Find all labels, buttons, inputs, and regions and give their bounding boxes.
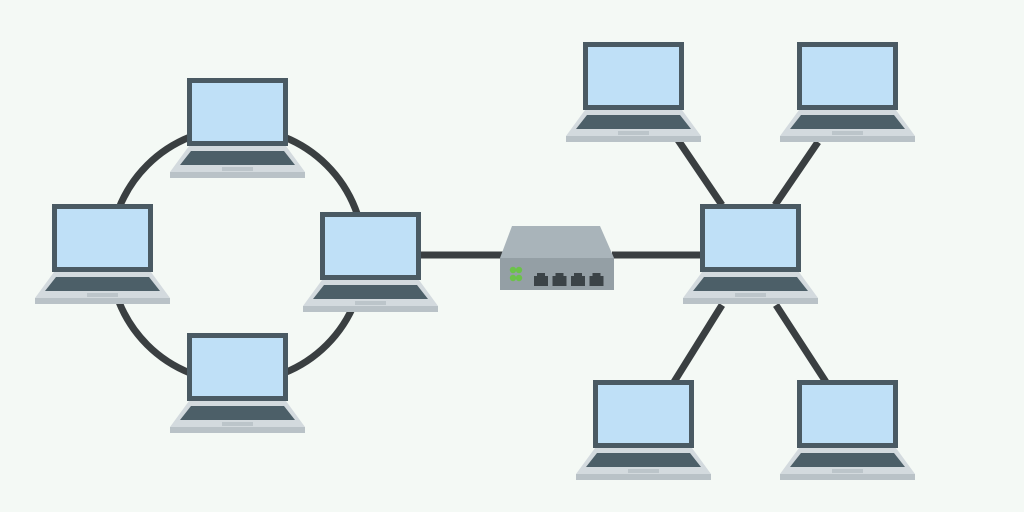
laptops	[35, 42, 915, 480]
laptop-touchpad	[355, 301, 386, 305]
laptop-base-edge	[303, 306, 438, 312]
ethernet-port-icon	[534, 273, 548, 286]
laptop-screen	[57, 209, 148, 267]
laptop-touchpad	[735, 293, 766, 297]
laptop-keyboard	[180, 406, 295, 420]
network-switch	[500, 226, 614, 290]
ethernet-port-icon	[552, 273, 567, 286]
star-laptop-bottom-right	[780, 380, 915, 480]
laptop-touchpad	[628, 469, 659, 473]
laptop-keyboard	[693, 277, 808, 291]
laptop-touchpad	[832, 131, 863, 135]
laptop-keyboard	[586, 453, 701, 467]
laptop-base-edge	[780, 474, 915, 480]
laptop-keyboard	[180, 151, 295, 165]
switch-led-icon	[515, 266, 523, 274]
star-cable-bottom-left	[671, 303, 725, 384]
switch-top	[500, 226, 614, 258]
laptop-screen	[802, 385, 893, 443]
laptop-screen	[325, 217, 416, 275]
star-laptop-center	[683, 204, 818, 304]
laptop-base-edge	[170, 427, 305, 433]
star-laptop-top-left	[566, 42, 701, 142]
laptop-touchpad	[222, 167, 253, 171]
laptop-touchpad	[87, 293, 118, 297]
star-cable-top-right	[772, 140, 821, 207]
ring-laptop-bottom	[170, 333, 305, 433]
ring-laptop-right	[303, 212, 438, 312]
laptop-keyboard	[790, 453, 905, 467]
ethernet-port-icon	[571, 273, 585, 286]
laptop-screen	[588, 47, 679, 105]
star-cable-bottom-right	[773, 303, 829, 384]
switch-led-icon	[509, 274, 517, 282]
laptop-touchpad	[222, 422, 253, 426]
laptop-base-edge	[566, 136, 701, 142]
laptop-base-edge	[780, 136, 915, 142]
star-cable-top-left	[675, 138, 725, 207]
laptop-base-edge	[35, 298, 170, 304]
laptop-screen	[192, 338, 283, 396]
laptop-touchpad	[618, 131, 649, 135]
laptop-keyboard	[45, 277, 160, 291]
laptop-keyboard	[313, 285, 428, 299]
ethernet-port-icon	[589, 273, 604, 286]
star-laptop-bottom-left	[576, 380, 711, 480]
laptop-base-edge	[170, 172, 305, 178]
laptop-base-edge	[576, 474, 711, 480]
ring-laptop-top	[170, 78, 305, 178]
star-laptop-top-right	[780, 42, 915, 142]
laptop-keyboard	[790, 115, 905, 129]
laptop-screen	[598, 385, 689, 443]
switch-led-icon	[509, 266, 517, 274]
ring-laptop-left	[35, 204, 170, 304]
laptop-touchpad	[832, 469, 863, 473]
switch-led-icon	[515, 274, 523, 282]
laptop-screen	[802, 47, 893, 105]
laptop-base-edge	[683, 298, 818, 304]
laptop-screen	[192, 83, 283, 141]
laptop-keyboard	[576, 115, 691, 129]
laptop-screen	[705, 209, 796, 267]
